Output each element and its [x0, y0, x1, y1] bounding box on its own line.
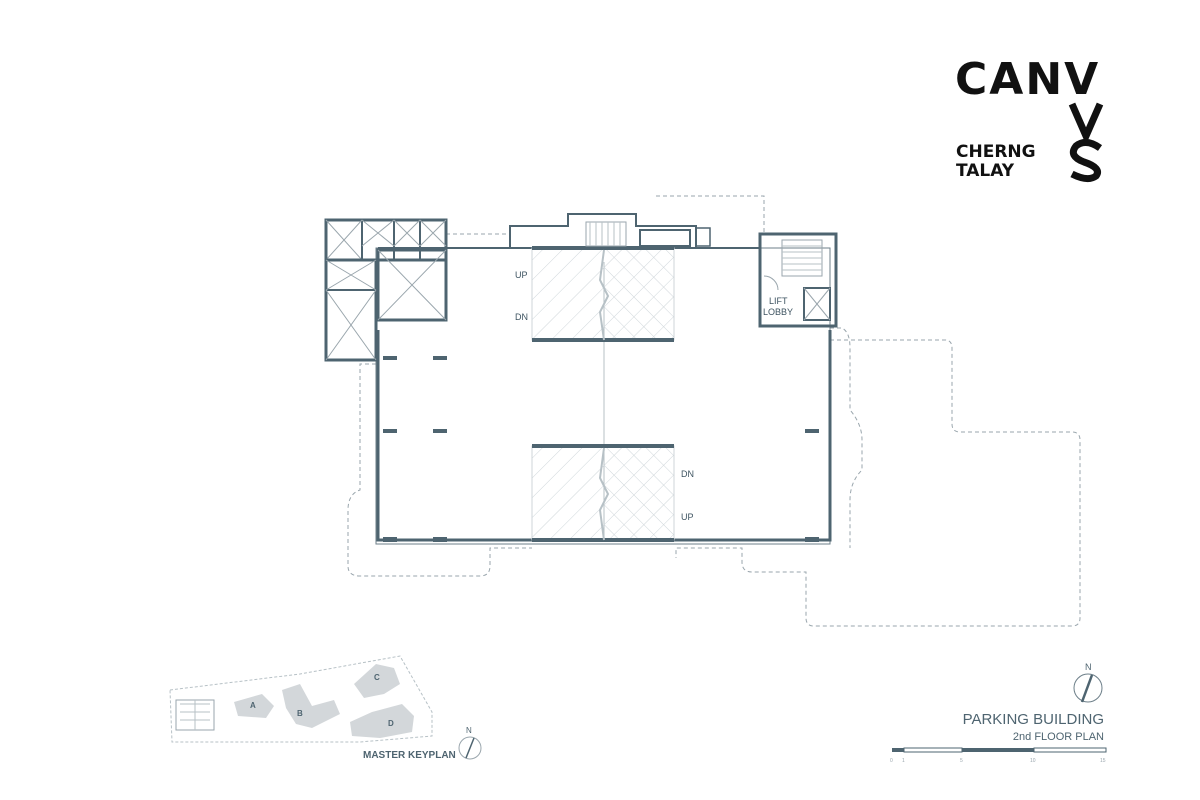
ramp-north-hatch-right — [604, 248, 674, 340]
ramp-south-hatch-right — [604, 446, 674, 540]
north-arrow-icon — [1073, 673, 1103, 703]
keyplan-site-boundary — [169, 655, 433, 743]
scale-tick-5: 5 — [960, 758, 963, 764]
scale-tick-0: 0 — [890, 758, 893, 764]
door-swing — [763, 275, 779, 291]
keyplan-building-c — [354, 664, 400, 698]
east-core — [758, 232, 838, 328]
north-small-shaft — [695, 227, 711, 247]
drawing-title: PARKING BUILDING — [963, 711, 1104, 728]
keyplan-building-b — [282, 684, 340, 728]
site-outline-east — [675, 339, 1081, 627]
ramp-south-break-line — [598, 447, 610, 541]
scale-bar: 0 1 5 10 15 — [890, 747, 1107, 764]
lift-shaft — [803, 287, 831, 321]
column — [433, 537, 447, 542]
lift-lobby-label-line1: LIFT — [769, 296, 788, 306]
column — [805, 537, 819, 542]
master-keyplan: A B C D MASTER KEYPLAN N — [169, 655, 482, 761]
ramp-north — [531, 246, 675, 342]
ramp-north-dn-label: DN — [515, 312, 528, 322]
drawing-subtitle: 2nd FLOOR PLAN — [1013, 731, 1104, 743]
keyplan-building-d — [350, 704, 414, 738]
keyplan-label-d: D — [388, 719, 394, 728]
logo-sub-cherng: CHERNG — [956, 142, 1036, 162]
north-arrow: N — [1073, 662, 1103, 703]
north-stair-block — [509, 213, 711, 248]
logo-wordmark-row1: CANV — [955, 54, 1100, 105]
logo-sub-talay: TALAY — [956, 161, 1015, 181]
west-top-shafts — [324, 218, 448, 262]
column — [433, 429, 447, 433]
keyplan-title: MASTER KEYPLAN — [363, 750, 456, 761]
logo-s-glyph — [1069, 139, 1103, 183]
north-stair — [585, 221, 627, 247]
column — [805, 429, 819, 433]
column — [383, 537, 397, 542]
west-service-block — [324, 218, 448, 362]
site-outline-dashed — [347, 195, 1081, 627]
scale-tick-1: 1 — [902, 758, 905, 764]
structural-columns — [383, 356, 819, 542]
ramp-north-break-line — [598, 249, 610, 341]
ramp-south-dn-label: DN — [681, 469, 694, 479]
ramp-south-up-label: UP — [681, 512, 694, 522]
lift-lobby-label-line2: LOBBY — [763, 307, 793, 317]
keyplan-label-a: A — [250, 701, 256, 710]
site-outline-east-inner — [830, 327, 863, 548]
west-shaft-large — [376, 248, 448, 322]
scale-tick-15: 15 — [1100, 758, 1106, 764]
north-label: N — [1085, 662, 1092, 672]
keyplan-north-label: N — [466, 726, 472, 735]
column — [383, 429, 397, 433]
keyplan-label-b: B — [297, 709, 303, 718]
ramp-north-up-label: UP — [515, 270, 528, 280]
ramp-south — [531, 444, 675, 542]
keyplan-north-arrow-icon — [458, 736, 482, 760]
site-outline-west — [347, 363, 532, 577]
west-shaft-column — [324, 258, 378, 362]
keyplan-label-c: C — [374, 673, 380, 682]
scale-tick-10: 10 — [1030, 758, 1036, 764]
canvas-logo: CANV CHERNG TALAY — [955, 54, 1104, 183]
logo-inverted-a-glyph — [1068, 102, 1104, 145]
north-service-room — [639, 229, 691, 247]
site-outline-north — [446, 195, 765, 235]
column — [383, 356, 397, 360]
keyplan-building-a — [234, 694, 274, 718]
column — [433, 356, 447, 360]
